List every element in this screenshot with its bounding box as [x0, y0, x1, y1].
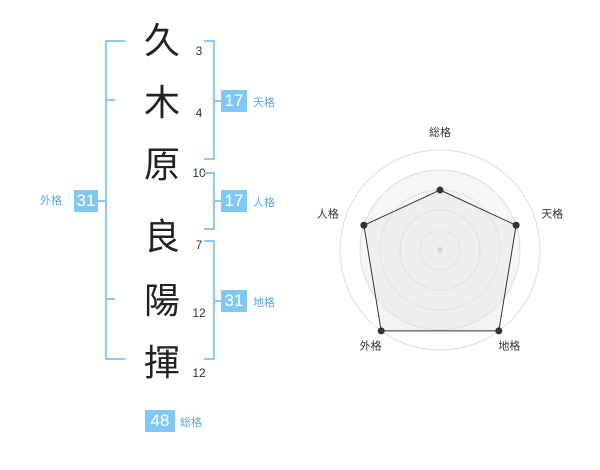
radar-axis-label-3: 地格 — [498, 338, 520, 352]
chikaku-value: 31 — [221, 290, 247, 312]
stroke-count-4: 7 — [195, 238, 203, 252]
chikaku-label: 地格 — [253, 296, 275, 309]
radar-axis-label-2: 天格 — [541, 207, 563, 221]
stroke-count-2: 4 — [195, 106, 203, 120]
gaikaku-label: 外格 — [40, 194, 62, 207]
radar-area — [363, 189, 517, 332]
radar-point-4 — [377, 327, 385, 335]
jinkaku-value: 17 — [221, 190, 247, 212]
radar-center — [437, 247, 443, 253]
radar-axis-label-5: 人格 — [317, 207, 339, 221]
stroke-count-6: 12 — [192, 366, 206, 380]
name-char-3: 原 — [143, 145, 180, 186]
tenkaku-label: 天格 — [253, 96, 275, 109]
name-char-2: 木 — [143, 83, 180, 124]
radar-point-1 — [436, 186, 444, 194]
soukaku-label: 総格 — [180, 416, 202, 429]
stroke-count-1: 3 — [195, 44, 203, 58]
name-char-4: 良 — [143, 217, 180, 258]
radar-point-3 — [495, 327, 503, 335]
stroke-count-3: 10 — [192, 166, 206, 180]
gaikaku-value: 31 — [74, 190, 98, 212]
radar-axis-label-1: 総格 — [429, 125, 451, 139]
radar-axis-label-4: 外格 — [360, 338, 382, 352]
tenkaku-value: 17 — [221, 90, 247, 112]
name-char-1: 久 — [143, 21, 180, 62]
name-char-6: 揮 — [143, 343, 180, 384]
soukaku-value: 48 — [145, 410, 175, 432]
radar-point-2 — [512, 221, 520, 229]
jinkaku-label: 人格 — [253, 196, 275, 209]
name-char-5: 陽 — [143, 281, 180, 322]
stroke-count-5: 12 — [192, 306, 206, 320]
radar-point-5 — [360, 221, 368, 229]
